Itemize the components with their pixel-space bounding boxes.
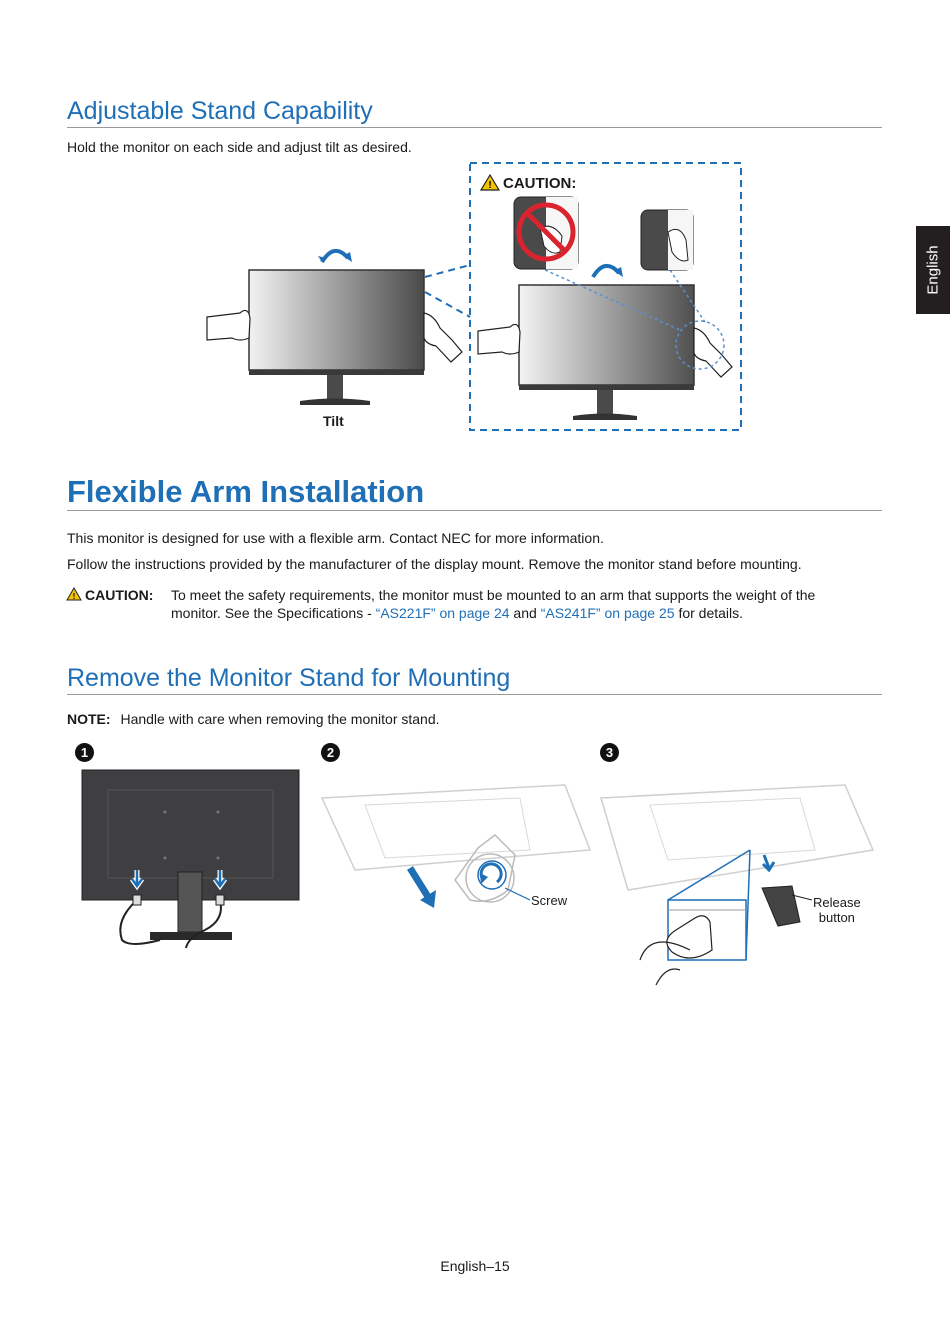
link-as221f[interactable]: “AS221F” on page 24	[375, 605, 510, 621]
caution-and: and	[509, 605, 541, 621]
caution-label: CAUTION:	[503, 175, 577, 192]
note: NOTE: Handle with care when removing the…	[67, 710, 440, 728]
note-text: Handle with care when removing the monit…	[120, 711, 440, 727]
prohibited-grip-icon	[513, 196, 579, 270]
caution-box	[469, 162, 742, 431]
step-number-3: 3	[600, 743, 619, 762]
screw-label: Screw	[531, 893, 568, 908]
section-title-flexible-arm: Flexible Arm Installation	[67, 474, 425, 509]
monitor-right	[518, 284, 695, 420]
caution-line-1: To meet the safety requirements, the mon…	[171, 587, 816, 603]
section-divider	[67, 127, 882, 128]
paragraph-1: This monitor is designed for use with a …	[67, 530, 604, 546]
paragraph-2: Follow the instructions provided by the …	[67, 556, 802, 572]
release-button-label: Release button	[813, 895, 861, 925]
svg-text:!: !	[73, 592, 76, 601]
caution-label: CAUTION:	[85, 587, 154, 603]
step-number-1: 1	[75, 743, 94, 762]
section-title-remove-stand: Remove the Monitor Stand for Mounting	[67, 664, 511, 692]
correct-grip-icon	[640, 209, 694, 271]
svg-text:!: !	[488, 180, 491, 191]
monitor-left	[248, 269, 425, 405]
link-as241f[interactable]: “AS241F” on page 25	[540, 605, 675, 621]
step1-illustration	[81, 769, 300, 949]
step3-illustration	[600, 784, 875, 986]
section-title-adjustable-stand: Adjustable Stand Capability	[67, 97, 373, 125]
warning-icon: !	[66, 587, 82, 601]
step2-illustration	[320, 784, 592, 908]
tilt-illustration: !	[206, 162, 742, 431]
page-footer: English–15	[440, 1258, 510, 1274]
caution-tail: for details.	[674, 605, 744, 621]
caution-text: To meet the safety requirements, the mon…	[171, 586, 871, 622]
section-divider	[67, 510, 882, 511]
section-divider	[67, 694, 882, 695]
release-label-line-2: button	[818, 910, 855, 925]
note-label: NOTE:	[67, 711, 111, 727]
caution-text-b: monitor. See the Specifications -	[171, 605, 376, 621]
warning-icon	[479, 173, 501, 191]
section-body: Hold the monitor on each side and adjust…	[67, 139, 412, 155]
caution-line-2: monitor. See the Specifications - “AS221…	[171, 604, 871, 622]
step-number-2: 2	[321, 743, 340, 762]
tilt-label: Tilt	[323, 413, 344, 429]
language-tab: English	[916, 226, 950, 314]
release-label-line-1: Release	[813, 895, 861, 910]
